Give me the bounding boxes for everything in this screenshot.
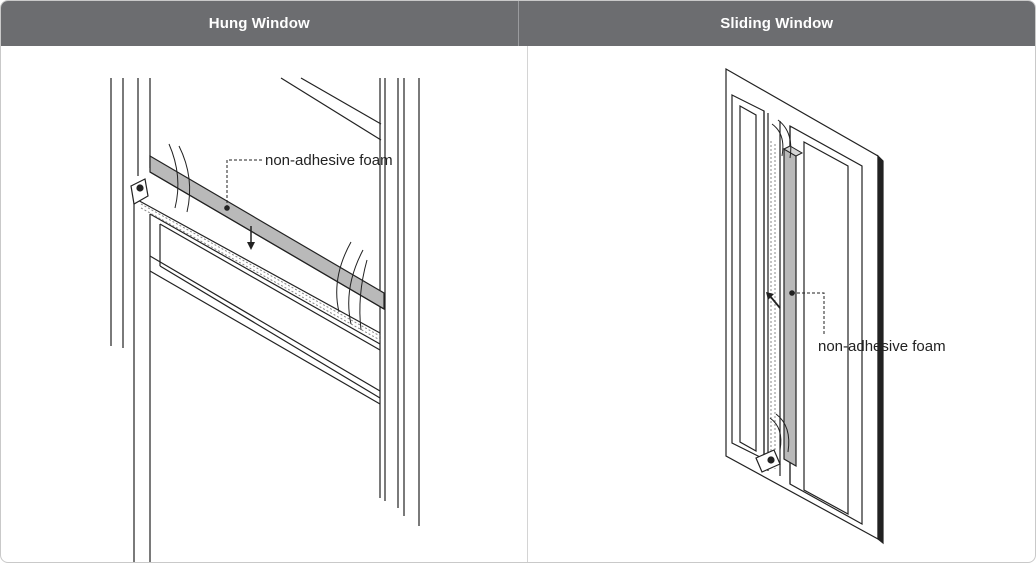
foam-strip-icon [782, 145, 804, 468]
foam-strip-icon [149, 154, 385, 311]
sliding-window-illustration: non-adhesive foam [725, 67, 946, 545]
hung-window-illustration: non-adhesive foam [110, 77, 420, 562]
bracket-icon [130, 178, 149, 205]
callout-sliding: non-adhesive foam [818, 338, 946, 355]
header-sliding-window: Sliding Window [720, 15, 834, 32]
callout-hung: non-adhesive foam [265, 152, 393, 169]
panel-divider [527, 46, 528, 562]
header-hung-window: Hung Window [1, 1, 519, 46]
arrow-icon [247, 226, 255, 250]
panel-sliding-window: non-adhesive foam [528, 46, 1035, 562]
arrow-icon [766, 292, 781, 309]
panel-hung-window: non-adhesive foam [1, 46, 527, 562]
bracket-icon [755, 449, 781, 473]
header-bar: Hung Window Sliding Window [1, 1, 1035, 46]
